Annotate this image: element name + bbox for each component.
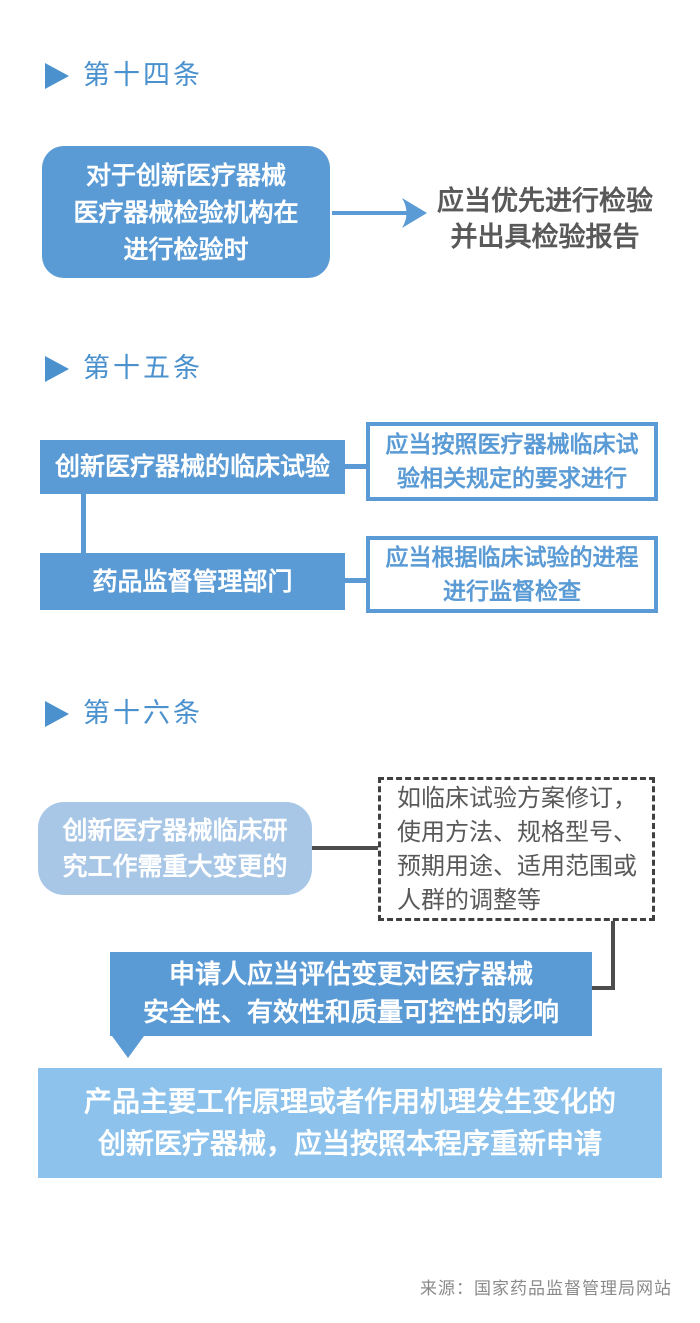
connector-line-vertical xyxy=(81,494,86,553)
triangle-right-icon xyxy=(45,701,69,727)
article14-result-text: 应当优先进行检验 并出具检验报告 xyxy=(418,184,672,256)
section-header-article15: 第十五条 xyxy=(45,354,203,384)
callout-tail-down-icon xyxy=(112,1036,144,1058)
example-line: 如临床试验方案修订， xyxy=(397,784,637,812)
triangle-right-icon xyxy=(45,356,69,382)
requirement-line: 应当按照医疗器械临床试 xyxy=(385,431,639,458)
section-title: 第十五条 xyxy=(83,353,203,384)
connector-line xyxy=(345,578,366,583)
example-line: 人群的调整等 xyxy=(397,886,541,914)
requirement-line: 进行监督检查 xyxy=(443,578,581,605)
subject-line: 进行检验时 xyxy=(123,234,249,264)
triangle-right-icon xyxy=(45,63,69,89)
section-header-article16: 第十六条 xyxy=(45,699,203,729)
assessment-line: 申请人应当评估变更对医疗器械 xyxy=(168,960,533,990)
assessment-line: 安全性、有效性和质量可控性的影响 xyxy=(142,998,559,1028)
article16-assessment-box: 申请人应当评估变更对医疗器械 安全性、有效性和质量可控性的影响 xyxy=(110,952,592,1036)
conclusion-line: 产品主要工作原理或者作用机理发生变化的 xyxy=(83,1085,616,1118)
section-title: 第十六条 xyxy=(83,698,203,729)
result-line: 并出具检验报告 xyxy=(450,222,640,253)
article16-examples-box: 如临床试验方案修订， 使用方法、规格型号、 预期用途、适用范围或 人群的调整等 xyxy=(378,777,655,921)
arrow-right-icon xyxy=(332,198,427,228)
article16-conclusion-box: 产品主要工作原理或者作用机理发生变化的 创新医疗器械，应当按照本程序重新申请 xyxy=(38,1068,662,1178)
subject-line: 医疗器械检验机构在 xyxy=(73,197,299,227)
subject-text: 创新医疗器械的临床试验 xyxy=(54,452,330,481)
section-title: 第十四条 xyxy=(83,60,203,91)
example-line: 使用方法、规格型号、 xyxy=(397,818,637,846)
example-line: 预期用途、适用范围或 xyxy=(397,852,637,880)
conclusion-line: 创新医疗器械，应当按照本程序重新申请 xyxy=(97,1127,602,1160)
requirement-line: 应当根据临床试验的进程 xyxy=(385,544,639,571)
result-line: 应当优先进行检验 xyxy=(437,186,653,217)
article15-subject-box-2: 药品监督管理部门 xyxy=(40,553,345,610)
subject-text: 药品监督管理部门 xyxy=(92,566,293,596)
connector-line-vertical xyxy=(611,921,615,990)
subject-line: 对于创新医疗器械 xyxy=(85,160,286,190)
article15-requirement-box-1: 应当按照医疗器械临床试 验相关规定的要求进行 xyxy=(366,422,658,501)
connector-line xyxy=(312,846,378,850)
condition-line: 创新医疗器械临床研 xyxy=(62,815,288,845)
connector-line xyxy=(345,464,366,469)
section-header-article14: 第十四条 xyxy=(45,61,203,91)
connector-line xyxy=(592,986,615,990)
article14-subject-box: 对于创新医疗器械 医疗器械检验机构在 进行检验时 xyxy=(42,146,330,278)
article15-requirement-box-2: 应当根据临床试验的进程 进行监督检查 xyxy=(366,536,658,613)
source-attribution: 来源：国家药品监督管理局网站 xyxy=(420,1279,672,1299)
article15-subject-box-1: 创新医疗器械的临床试验 xyxy=(40,440,345,494)
article16-condition-box: 创新医疗器械临床研 究工作需重大变更的 xyxy=(38,802,312,895)
condition-line: 究工作需重大变更的 xyxy=(62,851,288,881)
requirement-line: 验相关规定的要求进行 xyxy=(397,465,627,492)
